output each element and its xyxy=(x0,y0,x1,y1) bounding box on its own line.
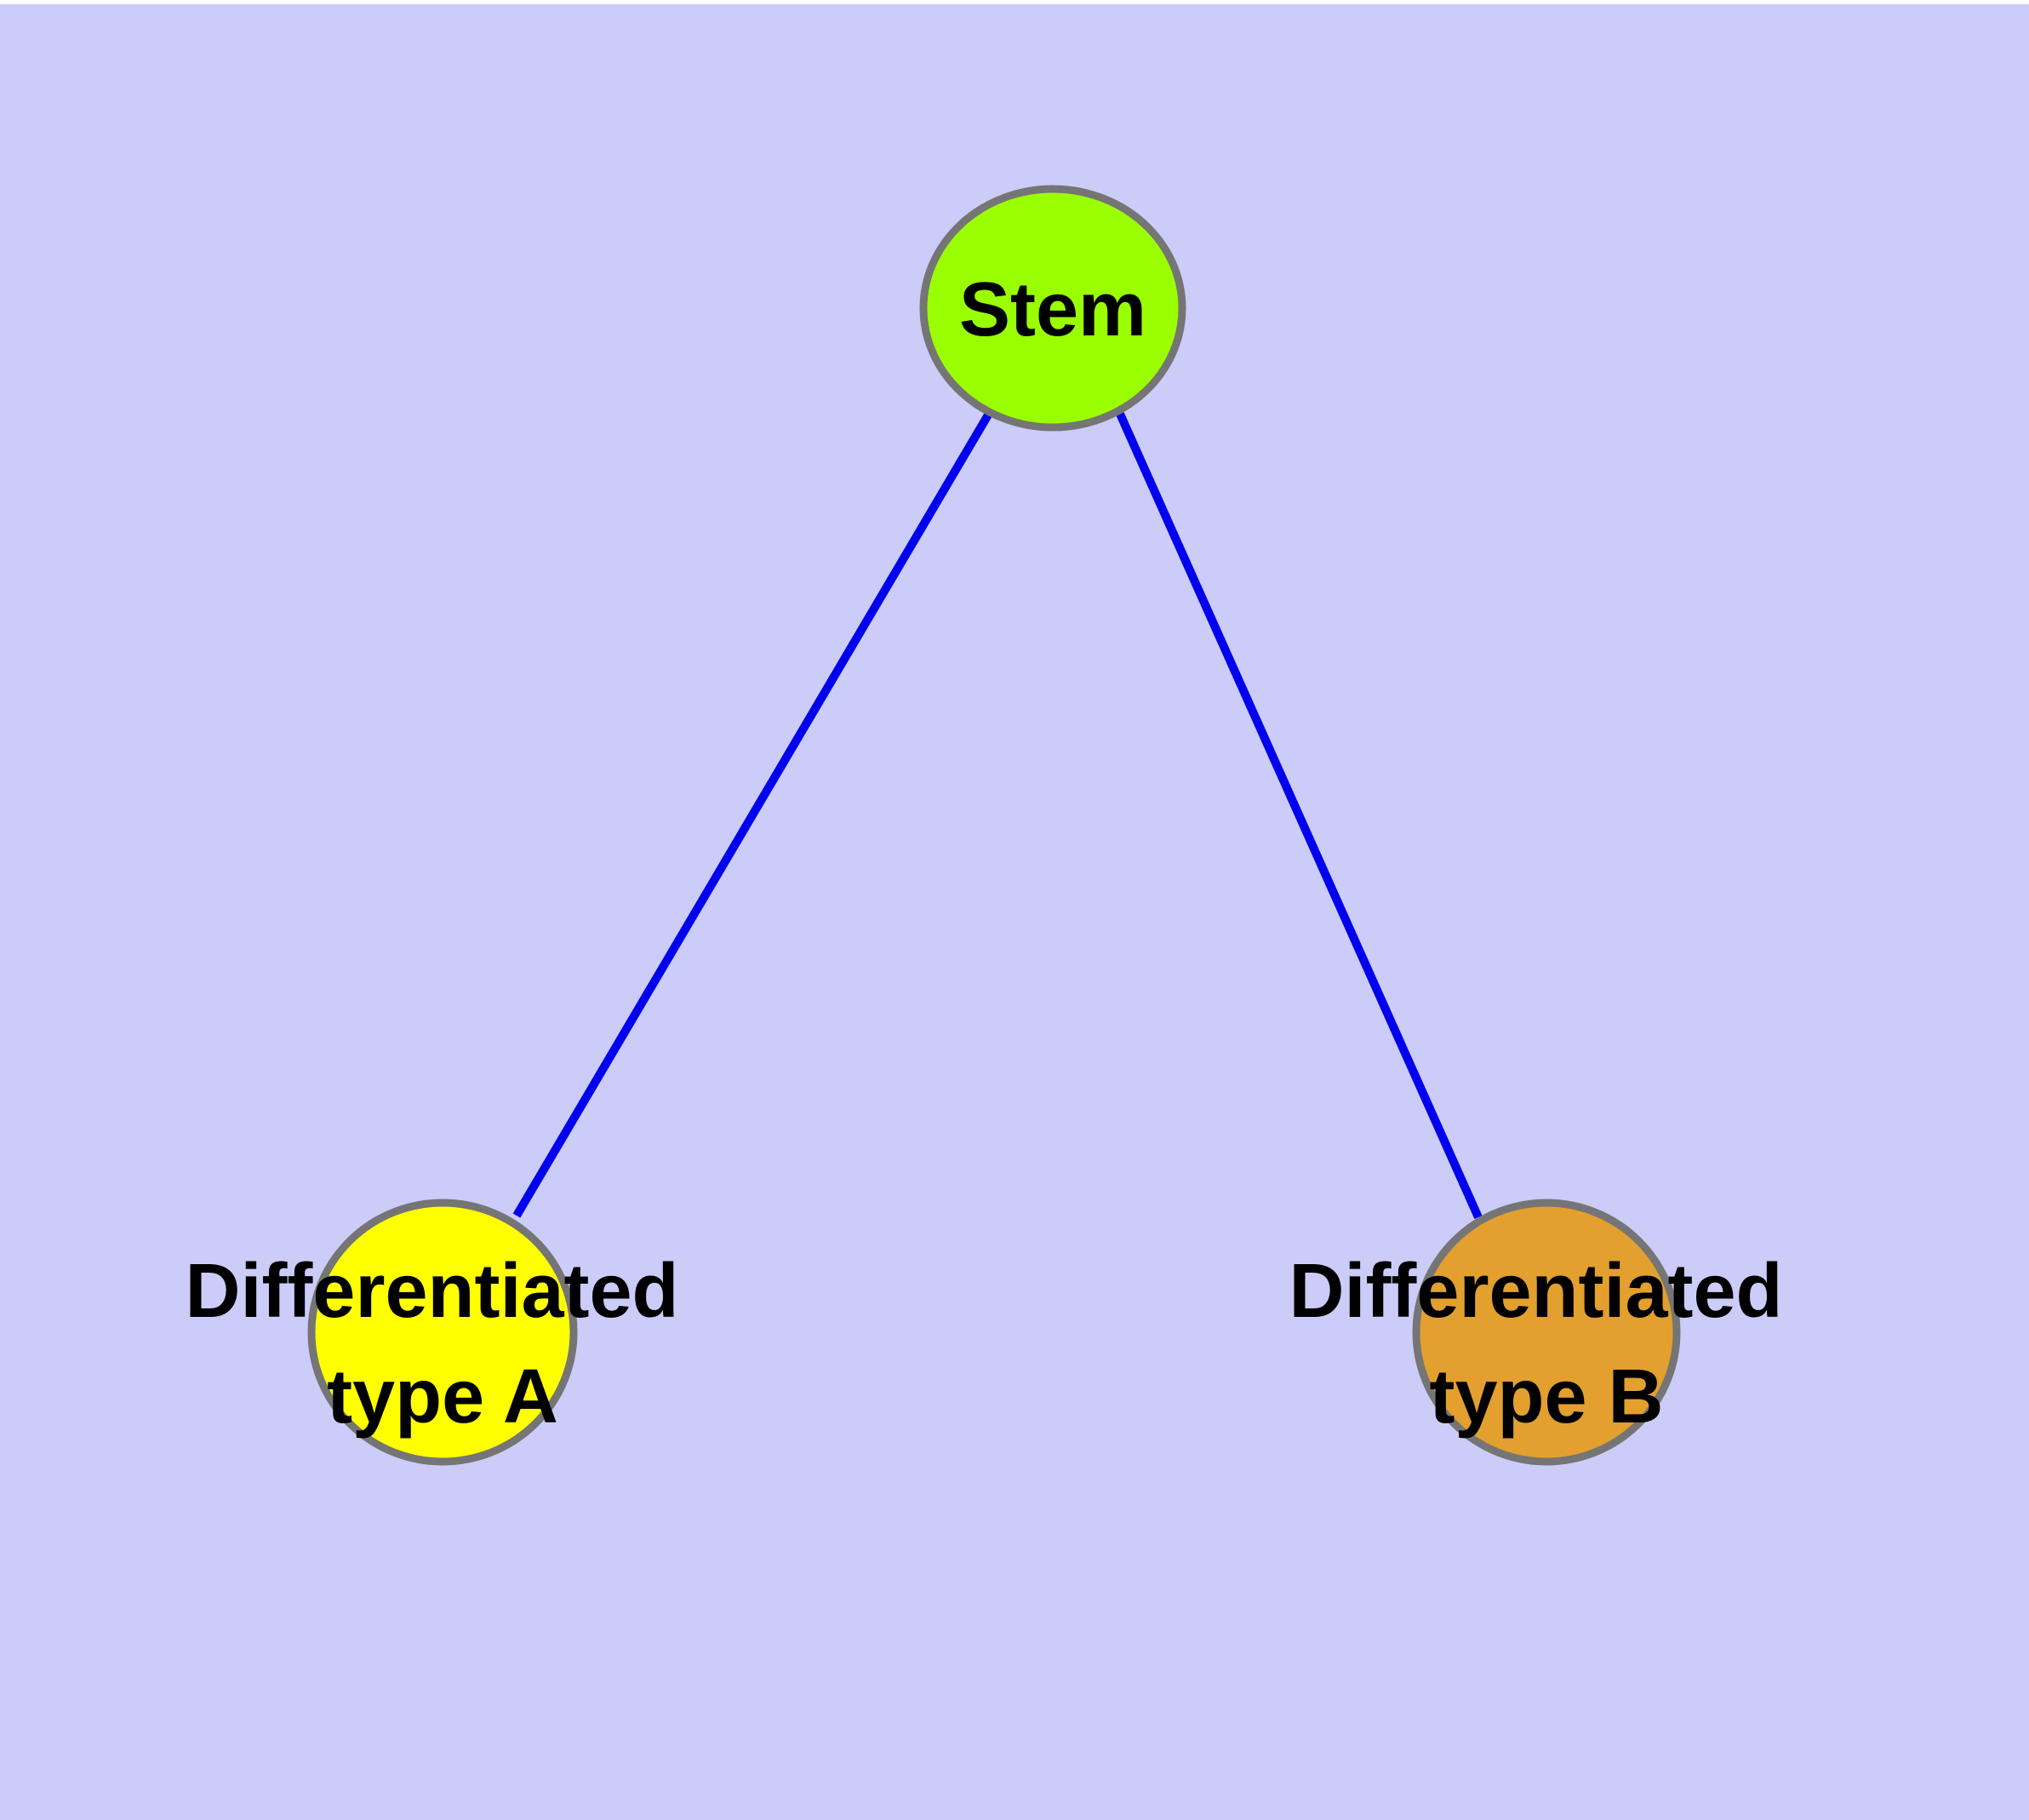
node-differentiated-type-a-label-line-1: Differentiated xyxy=(185,1249,678,1334)
node-layer xyxy=(307,185,1681,1466)
node-differentiated-type-a[interactable] xyxy=(307,1199,578,1466)
graph-svg: Stem Differentiated type A Differentiate… xyxy=(185,185,1803,1466)
node-differentiated-type-b-label: Differentiated type B xyxy=(1289,1249,1803,1439)
node-differentiated-type-b-label-line-2: type B xyxy=(1429,1354,1663,1439)
diagram-plot-area: Stem Differentiated type A Differentiate… xyxy=(0,4,2029,1820)
edge-stem-to-differentiated-type-a[interactable] xyxy=(512,409,994,1218)
node-differentiated-type-a-label: Differentiated type A xyxy=(185,1249,700,1439)
node-stem-label: Stem xyxy=(959,267,1146,352)
node-differentiated-type-a-circle[interactable] xyxy=(307,1199,578,1466)
node-stem-circle[interactable] xyxy=(919,185,1186,432)
node-differentiated-type-b-label-line-1: Differentiated xyxy=(1289,1249,1782,1334)
node-differentiated-type-b[interactable] xyxy=(1412,1199,1681,1466)
edge-layer xyxy=(512,409,1483,1220)
node-differentiated-type-a-label-line-2: type A xyxy=(327,1354,558,1439)
node-differentiated-type-b-circle[interactable] xyxy=(1412,1199,1681,1466)
label-layer: Stem Differentiated type A Differentiate… xyxy=(185,267,1803,1439)
edge-stem-to-differentiated-type-b[interactable] xyxy=(1115,409,1483,1220)
node-stem[interactable] xyxy=(919,185,1186,432)
